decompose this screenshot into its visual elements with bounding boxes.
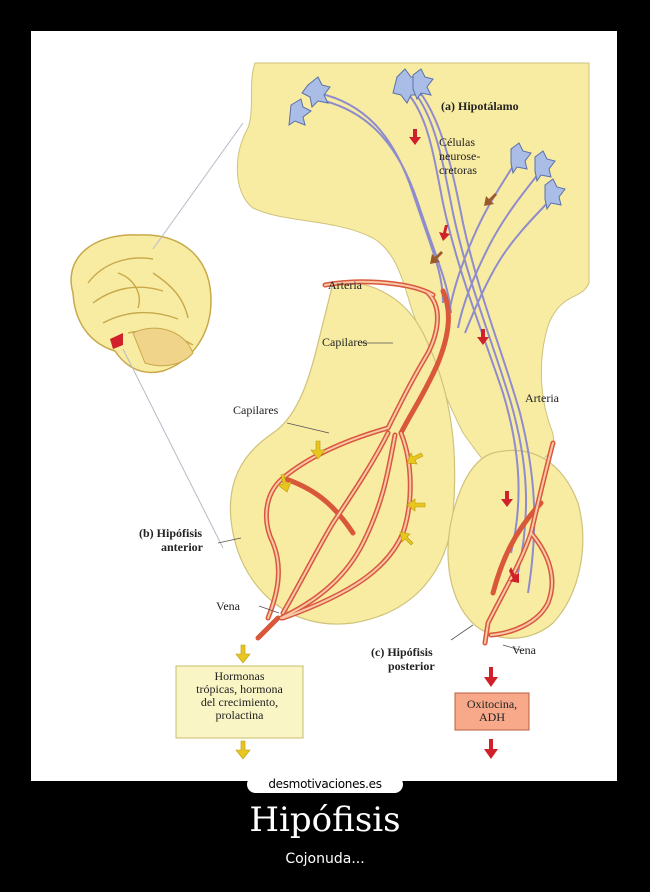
watermark: desmotivaciones.es	[247, 776, 403, 793]
label-arteria-right: Arteria	[525, 391, 559, 405]
label-hipofisis-posterior-2: posterior	[388, 659, 435, 673]
zoom-lines	[122, 122, 244, 549]
pituitary-posterior-lobe	[447, 449, 584, 639]
label-leaders	[217, 342, 524, 652]
label-hipotalamo: (a) Hipotálamo	[441, 99, 519, 113]
label-celulas-1: Células	[439, 135, 475, 149]
arrows-brown	[430, 193, 497, 264]
label-hipofisis-anterior-1: (b) Hipófisis	[139, 526, 203, 540]
hormonas-line-2: trópicas, hormona	[196, 682, 283, 696]
label-vena-right: Vena	[512, 643, 536, 657]
oxitocina-line-1: Oxitocina,	[466, 697, 518, 711]
label-hipofisis-posterior-1: (c) Hipófisis	[371, 645, 433, 659]
label-hipofisis-anterior-2: anterior	[161, 540, 203, 554]
arrows-red	[409, 129, 519, 759]
label-celulas-3: cretoras	[439, 163, 477, 177]
neurosecretory-axons	[317, 87, 556, 594]
hormonas-line-4: prolactina	[215, 708, 264, 722]
label-celulas-2: neurose-	[439, 149, 481, 163]
pituitary-marker	[110, 333, 123, 349]
brain-illustration	[70, 234, 212, 374]
oxitocina-box	[454, 692, 530, 731]
poster-title: Hipófisis	[249, 800, 401, 840]
hormonas-line-3: del crecimiento,	[200, 695, 279, 709]
hormonas-text: Hormonas trópicas, hormona del crecimien…	[176, 670, 303, 722]
hormonas-line-1: Hormonas	[214, 669, 265, 683]
label-vena-left: Vena	[216, 599, 240, 613]
poster-subtitle: Cojonuda...	[285, 851, 365, 867]
label-capilares-left: Capilares	[233, 403, 279, 417]
hormonas-box	[175, 665, 304, 739]
label-arteria-top: Arteria	[328, 278, 362, 292]
oxitocina-line-2: ADH	[479, 710, 505, 724]
label-capilares-top: Capilares	[322, 335, 368, 349]
diagram-frame: (a) Hipotálamo Células neurose- cretoras…	[31, 31, 617, 781]
oxitocina-text: Oxitocina, ADH	[455, 698, 529, 724]
arrows-yellow	[235, 440, 426, 760]
pituitary-diagram	[70, 62, 590, 760]
neuron-cells	[288, 68, 566, 211]
